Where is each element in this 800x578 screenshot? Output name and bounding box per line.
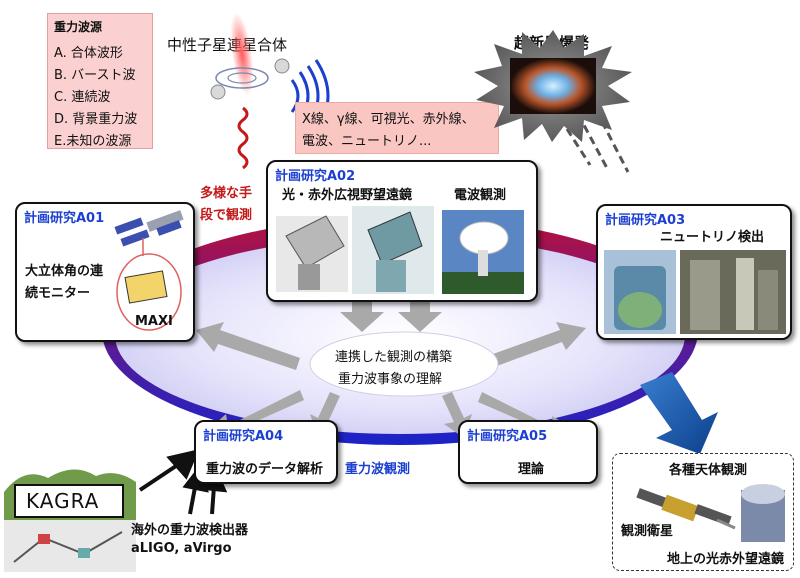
project-a05-title: 計画研究A05 xyxy=(467,429,548,444)
project-a01-desc-line2: 続モニター xyxy=(25,286,91,301)
supernova-image xyxy=(474,30,632,142)
observation-satellite-label: 観測衛星 xyxy=(621,524,674,539)
a03-neutrino-detectors-image xyxy=(604,250,786,334)
neutron-star-merger-icon xyxy=(210,14,290,100)
project-a01-desc-line1: 大立体角の連 xyxy=(25,264,104,279)
kagra-logo-text: KAGRA xyxy=(26,489,100,513)
project-a04-desc: 重力波のデータ解析 xyxy=(206,462,324,477)
em-messengers-line1: X線、γ線、可視光、赤外線、 xyxy=(302,112,475,127)
a02-telescopes-image xyxy=(276,206,524,294)
project-a02-title: 計画研究A02 xyxy=(275,169,356,184)
project-a04-title: 計画研究A04 xyxy=(203,429,284,444)
maxi-satellite-icon xyxy=(114,210,184,331)
radio-observation-label: 電波観測 xyxy=(454,188,507,203)
source-item-e: E.未知の波源 xyxy=(54,134,132,149)
overseas-detectors-line1: 海外の重力波検出器 xyxy=(131,523,249,538)
source-item-b: B. バースト波 xyxy=(54,68,136,83)
multi-observation-line1: 多様な手 xyxy=(200,186,253,201)
blue-arrow xyxy=(640,372,718,454)
overseas-detectors-line2: aLIGO, aVirgo xyxy=(131,541,232,556)
project-a01-box: 計画研究A01 大立体角の連 続モニター MAXI xyxy=(15,202,195,342)
project-a04-box: 計画研究A04 重力波のデータ解析 xyxy=(194,420,338,484)
em-messengers-box: X線、γ線、可視光、赤外線、 電波、ニュートリノ... xyxy=(295,102,499,154)
gw-sources-box: 重力波源 A. 合体波形 B. バースト波 C. 連続波 D. 背景重力波 E.… xyxy=(47,13,153,149)
gw-wave-icon xyxy=(237,106,249,170)
project-a05-box: 計画研究A05 理論 xyxy=(458,420,598,484)
project-a05-desc: 理論 xyxy=(518,462,545,477)
center-line1: 連携した観測の構築 xyxy=(335,350,453,365)
maxi-label: MAXI xyxy=(135,314,173,329)
em-messengers-line2: 電波、ニュートリノ... xyxy=(302,134,432,149)
neutron-star-merger-label: 中性子星連星合体 xyxy=(167,36,288,54)
center-ellipse xyxy=(309,331,499,397)
various-observations-title: 各種天体観測 xyxy=(669,463,748,478)
source-item-d: D. 背景重力波 xyxy=(54,112,138,127)
project-a03-title: 計画研究A03 xyxy=(605,213,686,228)
multi-observation-line2: 段で観測 xyxy=(200,208,253,223)
center-line2: 重力波事象の理解 xyxy=(338,372,443,387)
project-a02-box: 計画研究A02 光・赤外広視野望遠鏡 電波観測 xyxy=(266,160,538,302)
ground-telescope-label: 地上の光赤外望遠鏡 xyxy=(667,552,785,567)
satellite-and-telescope-image xyxy=(636,484,785,542)
neutrino-detection-label: ニュートリノ検出 xyxy=(660,230,765,245)
supernova-rays xyxy=(558,109,630,173)
kagra-logo: KAGRA xyxy=(14,484,124,518)
project-a03-box: 計画研究A03 ニュートリノ検出 xyxy=(596,204,792,340)
source-item-c: C. 連続波 xyxy=(54,90,111,105)
source-item-a: A. 合体波形 xyxy=(54,46,123,61)
gw-observation-label: 重力波観測 xyxy=(345,462,411,477)
optical-telescope-label: 光・赤外広視野望遠鏡 xyxy=(282,188,413,203)
various-observations-box: 各種天体観測 観測衛星 地上の光赤外望遠鏡 xyxy=(612,453,794,571)
gw-sources-title: 重力波源 xyxy=(54,20,103,34)
project-a01-title: 計画研究A01 xyxy=(24,211,105,226)
